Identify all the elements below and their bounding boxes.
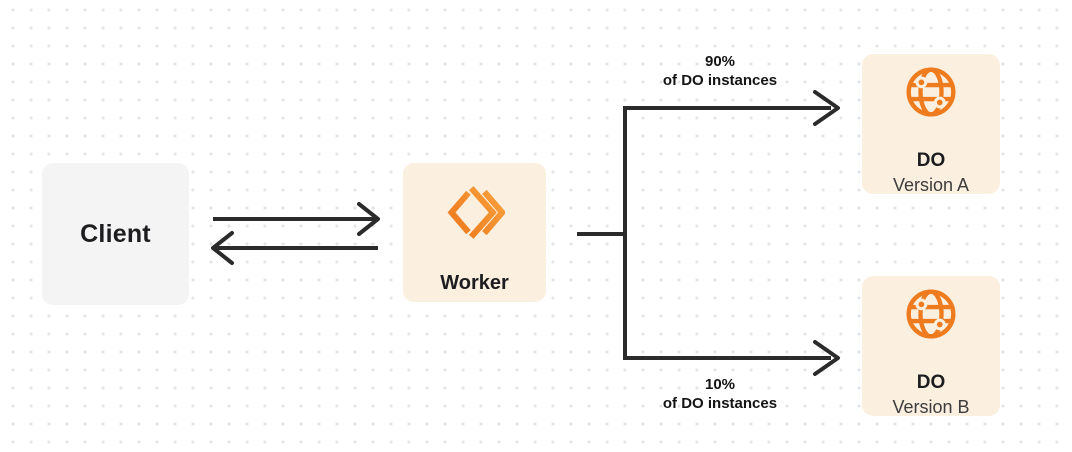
cloudflare-workers-icon <box>445 185 506 245</box>
branch-top-percent: 90% <box>704 53 736 70</box>
branch-arrow-top <box>623 90 840 126</box>
do-version-b-node: DO Version B <box>862 276 1000 417</box>
branch-top-caption: of DO instances <box>662 72 778 89</box>
branch-arrow-bottom <box>623 340 840 376</box>
do-a-subtitle: Version A <box>892 175 970 195</box>
client-node: Client <box>42 163 189 305</box>
client-label: Client <box>80 219 151 248</box>
globe-icon <box>903 286 959 347</box>
client-to-worker-arrow <box>213 202 380 236</box>
worker-to-client-arrow <box>211 231 378 265</box>
worker-label: Worker <box>440 272 509 294</box>
branch-bottom-percent: 10% <box>704 376 736 393</box>
branch-top-label: 90% of DO instances <box>620 52 820 90</box>
branch-trunk-line <box>577 108 627 358</box>
branch-bottom-label: 10% of DO instances <box>620 375 820 413</box>
do-b-subtitle: Version B <box>892 397 970 417</box>
globe-icon <box>903 64 959 125</box>
branch-bottom-caption: of DO instances <box>662 395 778 412</box>
do-version-a-node: DO Version A <box>862 54 1000 195</box>
do-a-title: DO <box>916 150 946 171</box>
worker-node: Worker <box>403 163 546 302</box>
do-b-title: DO <box>916 372 946 393</box>
